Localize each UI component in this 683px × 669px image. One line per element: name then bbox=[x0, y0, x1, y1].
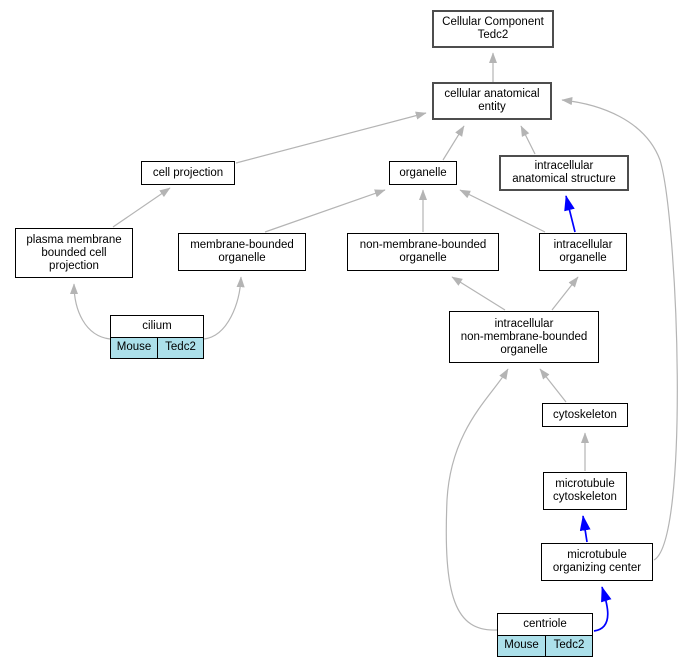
edge-microtubule-organizing-center-to-microtubule-cytoskeleton bbox=[579, 515, 591, 543]
edge-plasma-membrane-bounded-cell-projection-to-cell-projection bbox=[112, 187, 171, 228]
node-label-cytoskeleton: cytoskeleton bbox=[553, 408, 617, 421]
node-label-intracellular-anatomical-structure: intracellular anatomical structure bbox=[512, 160, 616, 185]
edge-membrane-bounded-organelle-to-organelle bbox=[264, 189, 386, 233]
node-cytoskeleton[interactable]: cytoskeleton bbox=[542, 403, 628, 427]
node-intracellular-non-membrane-bounded-organelle[interactable]: intracellular non-membrane-bounded organ… bbox=[449, 311, 599, 363]
node-label-microtubule-cytoskeleton: microtubule cytoskeleton bbox=[553, 478, 617, 503]
node-root[interactable]: Cellular Component Tedc2 bbox=[432, 10, 554, 48]
badge-centriole-1[interactable]: Tedc2 bbox=[545, 636, 592, 656]
edge-centriole-to-intracellular-non-membrane-bounded-organelle bbox=[445, 368, 509, 631]
node-plasma-membrane-bounded-cell-projection[interactable]: plasma membrane bounded cell projection bbox=[15, 228, 133, 278]
node-label-membrane-bounded-organelle: membrane-bounded organelle bbox=[190, 239, 294, 264]
badge-cilium-0[interactable]: Mouse bbox=[111, 338, 157, 358]
node-organelle[interactable]: organelle bbox=[389, 161, 457, 185]
edge-intracellular-organelle-to-organelle bbox=[459, 189, 546, 233]
node-label-non-membrane-bounded-organelle: non-membrane-bounded organelle bbox=[359, 239, 487, 264]
badge-cilium-1[interactable]: Tedc2 bbox=[157, 338, 203, 358]
edge-cilium-to-membrane-bounded-organelle bbox=[203, 276, 245, 340]
node-label-centriole: centriole bbox=[498, 614, 592, 636]
edge-intracellular-organelle-to-intracellular-anatomical-structure bbox=[564, 195, 576, 233]
edge-cilium-to-plasma-membrane-bounded-cell-projection bbox=[69, 283, 111, 340]
node-label-cilium: cilium bbox=[111, 316, 203, 338]
node-microtubule-organizing-center[interactable]: microtubule organizing center bbox=[541, 543, 653, 581]
node-label-microtubule-organizing-center: microtubule organizing center bbox=[552, 549, 642, 574]
edge-intracellular-anatomical-structure-to-cellular-anatomical-entity bbox=[520, 125, 536, 155]
badge-centriole-0[interactable]: Mouse bbox=[498, 636, 545, 656]
node-label-cell-projection: cell projection bbox=[152, 166, 224, 179]
node-membrane-bounded-organelle[interactable]: membrane-bounded organelle bbox=[178, 233, 306, 271]
node-non-membrane-bounded-organelle[interactable]: non-membrane-bounded organelle bbox=[347, 233, 499, 271]
node-label-plasma-membrane-bounded-cell-projection: plasma membrane bounded cell projection bbox=[26, 233, 122, 272]
node-label-intracellular-organelle: intracellular organelle bbox=[553, 239, 613, 264]
edge-centriole-to-microtubule-organizing-center bbox=[593, 586, 612, 632]
node-intracellular-anatomical-structure[interactable]: intracellular anatomical structure bbox=[499, 155, 629, 191]
node-cellular-anatomical-entity[interactable]: cellular anatomical entity bbox=[432, 82, 552, 120]
node-intracellular-organelle[interactable]: intracellular organelle bbox=[539, 233, 627, 271]
edge-intracellular-non-membrane-bounded-organelle-to-non-membrane-bounded-organelle bbox=[451, 276, 506, 311]
node-microtubule-cytoskeleton[interactable]: microtubule cytoskeleton bbox=[543, 472, 627, 510]
edge-organelle-to-cellular-anatomical-entity bbox=[442, 125, 465, 161]
node-label-root: Cellular Component Tedc2 bbox=[442, 16, 544, 41]
edge-intracellular-non-membrane-bounded-organelle-to-intracellular-organelle bbox=[551, 276, 579, 311]
edge-cell-projection-to-cellular-anatomical-entity bbox=[235, 111, 427, 164]
edge-cytoskeleton-to-intracellular-non-membrane-bounded-organelle bbox=[539, 368, 567, 403]
node-label-intracellular-non-membrane-bounded-organelle: intracellular non-membrane-bounded organ… bbox=[460, 317, 588, 356]
node-cell-projection[interactable]: cell projection bbox=[141, 161, 235, 185]
node-label-organelle: organelle bbox=[399, 166, 447, 179]
node-label-cellular-anatomical-entity: cellular anatomical entity bbox=[444, 88, 540, 113]
